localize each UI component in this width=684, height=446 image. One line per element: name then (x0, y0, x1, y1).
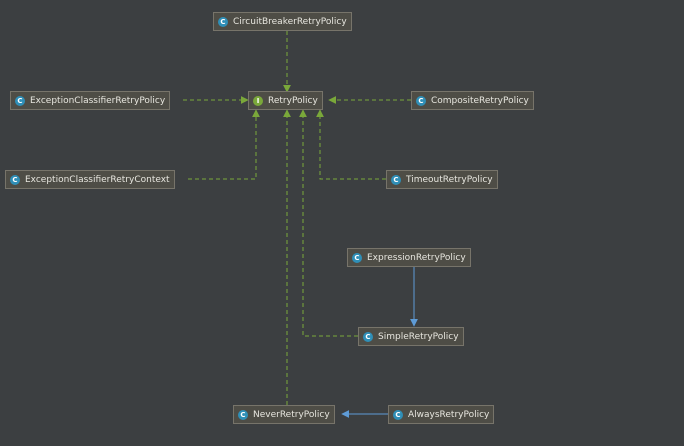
class-icon: C (218, 16, 228, 27)
class-icon: C (363, 331, 373, 342)
node-label: CompositeRetryPolicy (431, 95, 529, 106)
node-circuit-breaker-retry-policy[interactable]: C CircuitBreakerRetryPolicy (213, 12, 352, 31)
class-icon: C (15, 95, 25, 106)
node-timeout-retry-policy[interactable]: C TimeoutRetryPolicy (386, 170, 498, 189)
node-label: CircuitBreakerRetryPolicy (233, 16, 347, 27)
class-icon: C (238, 409, 248, 420)
node-label: ExceptionClassifierRetryContext (25, 174, 170, 185)
node-label: RetryPolicy (268, 95, 318, 106)
node-exception-classifier-retry-policy[interactable]: C ExceptionClassifierRetryPolicy (10, 91, 171, 110)
node-label: ExpressionRetryPolicy (367, 252, 466, 263)
node-label: ExceptionClassifierRetryPolicy (30, 95, 166, 106)
class-icon: C (10, 174, 20, 185)
interface-icon: I (253, 95, 263, 106)
class-icon: C (393, 409, 403, 420)
node-label: TimeoutRetryPolicy (406, 174, 493, 185)
node-expression-retry-policy[interactable]: C ExpressionRetryPolicy (347, 248, 471, 267)
node-label: AlwaysRetryPolicy (408, 409, 490, 420)
node-label: NeverRetryPolicy (253, 409, 330, 420)
node-retry-policy[interactable]: I RetryPolicy (248, 91, 323, 110)
node-composite-retry-policy[interactable]: C CompositeRetryPolicy (411, 91, 534, 110)
node-never-retry-policy[interactable]: C NeverRetryPolicy (233, 405, 335, 424)
node-always-retry-policy[interactable]: C AlwaysRetryPolicy (388, 405, 495, 424)
class-icon: C (416, 95, 426, 106)
class-icon: C (352, 252, 362, 263)
node-exception-classifier-retry-context[interactable]: C ExceptionClassifierRetryContext (5, 170, 175, 189)
node-simple-retry-policy[interactable]: C SimpleRetryPolicy (358, 327, 464, 346)
class-icon: C (391, 174, 401, 185)
edge-simple-to-retry-policy (299, 109, 358, 337)
node-label: SimpleRetryPolicy (378, 331, 459, 342)
edge-timeout-to-retry-policy (316, 109, 386, 180)
edge-exception-classifier-context-to-retry-policy (188, 109, 260, 180)
